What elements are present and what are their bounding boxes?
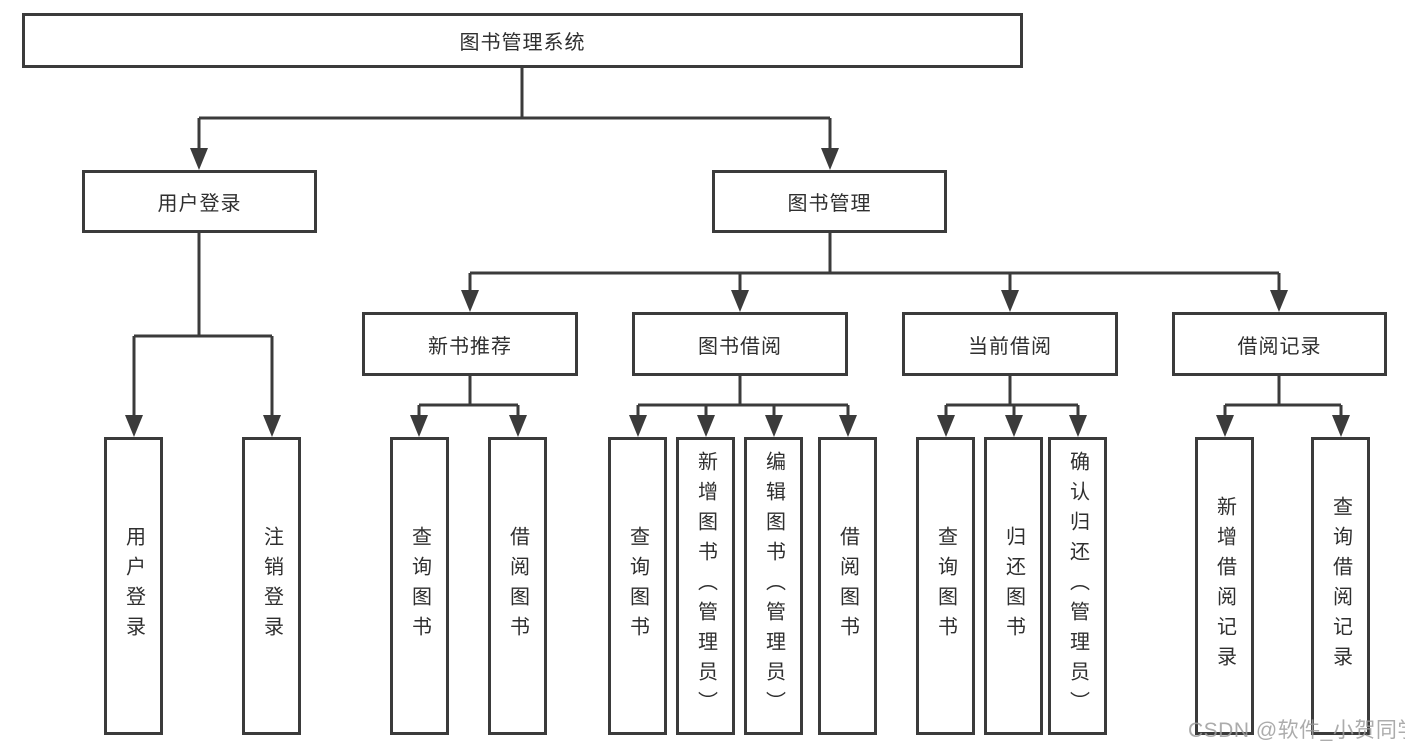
leaf-bb-borrow-books: 借阅图书	[818, 437, 877, 735]
node-book-management: 图书管理	[712, 170, 947, 233]
leaf-br-query-borrow-record: 查询借阅记录	[1311, 437, 1370, 735]
arrow-down-icon	[731, 290, 749, 312]
arrow-down-icon	[839, 415, 857, 437]
connector-book-management-to-level3	[468, 233, 1281, 294]
node-current-borrowing: 当前借阅	[902, 312, 1118, 376]
node-borrowing-records: 借阅记录	[1172, 312, 1387, 376]
arrow-down-icon	[821, 148, 839, 170]
connector-current-borrowing-to-leaves	[944, 376, 1080, 419]
leaf-logout: 注销登录	[242, 437, 301, 735]
connector-book-borrowing-to-leaves	[636, 376, 850, 419]
arrow-down-icon	[1216, 415, 1234, 437]
connector-borrowing-records-to-leaves	[1223, 376, 1343, 419]
node-book-borrowing: 图书借阅	[632, 312, 848, 376]
leaf-nb-query-books: 查询图书	[390, 437, 449, 735]
node-system-root: 图书管理系统	[22, 13, 1023, 68]
arrow-down-icon	[190, 148, 208, 170]
arrow-down-icon	[263, 415, 281, 437]
arrow-down-icon	[410, 415, 428, 437]
leaf-cb-query-books: 查询图书	[916, 437, 975, 735]
leaf-user-login: 用户登录	[104, 437, 163, 735]
arrow-down-icon	[629, 415, 647, 437]
csdn-watermark: CSDN @软件_小贺同学	[1188, 719, 1405, 742]
arrow-down-icon	[765, 415, 783, 437]
arrow-down-icon	[1005, 415, 1023, 437]
connector-new-book-recommend-to-leaves	[417, 376, 520, 419]
arrow-down-icon	[1069, 415, 1087, 437]
arrow-down-icon	[461, 290, 479, 312]
leaf-bb-add-books-admin: 新增图书（管理员）	[676, 437, 735, 735]
arrow-down-icon	[1270, 290, 1288, 312]
leaf-nb-borrow-books: 借阅图书	[488, 437, 547, 735]
leaf-cb-confirm-return-admin: 确认归还（管理员）	[1048, 437, 1107, 735]
arrow-down-icon	[1332, 415, 1350, 437]
arrowheads	[125, 148, 1350, 437]
leaf-br-add-borrow-record: 新增借阅记录	[1195, 437, 1254, 735]
arrow-down-icon	[937, 415, 955, 437]
arrow-down-icon	[125, 415, 143, 437]
leaf-bb-query-books: 查询图书	[608, 437, 667, 735]
leaf-cb-return-books: 归还图书	[984, 437, 1043, 735]
arrow-down-icon	[1001, 290, 1019, 312]
leaf-bb-edit-books-admin: 编辑图书（管理员）	[744, 437, 803, 735]
connector-user-login-to-leaves	[132, 233, 274, 419]
arrow-down-icon	[697, 415, 715, 437]
connector-root-to-level2	[197, 68, 832, 152]
arrow-down-icon	[509, 415, 527, 437]
node-user-login: 用户登录	[82, 170, 317, 233]
node-new-book-recommend: 新书推荐	[362, 312, 578, 376]
